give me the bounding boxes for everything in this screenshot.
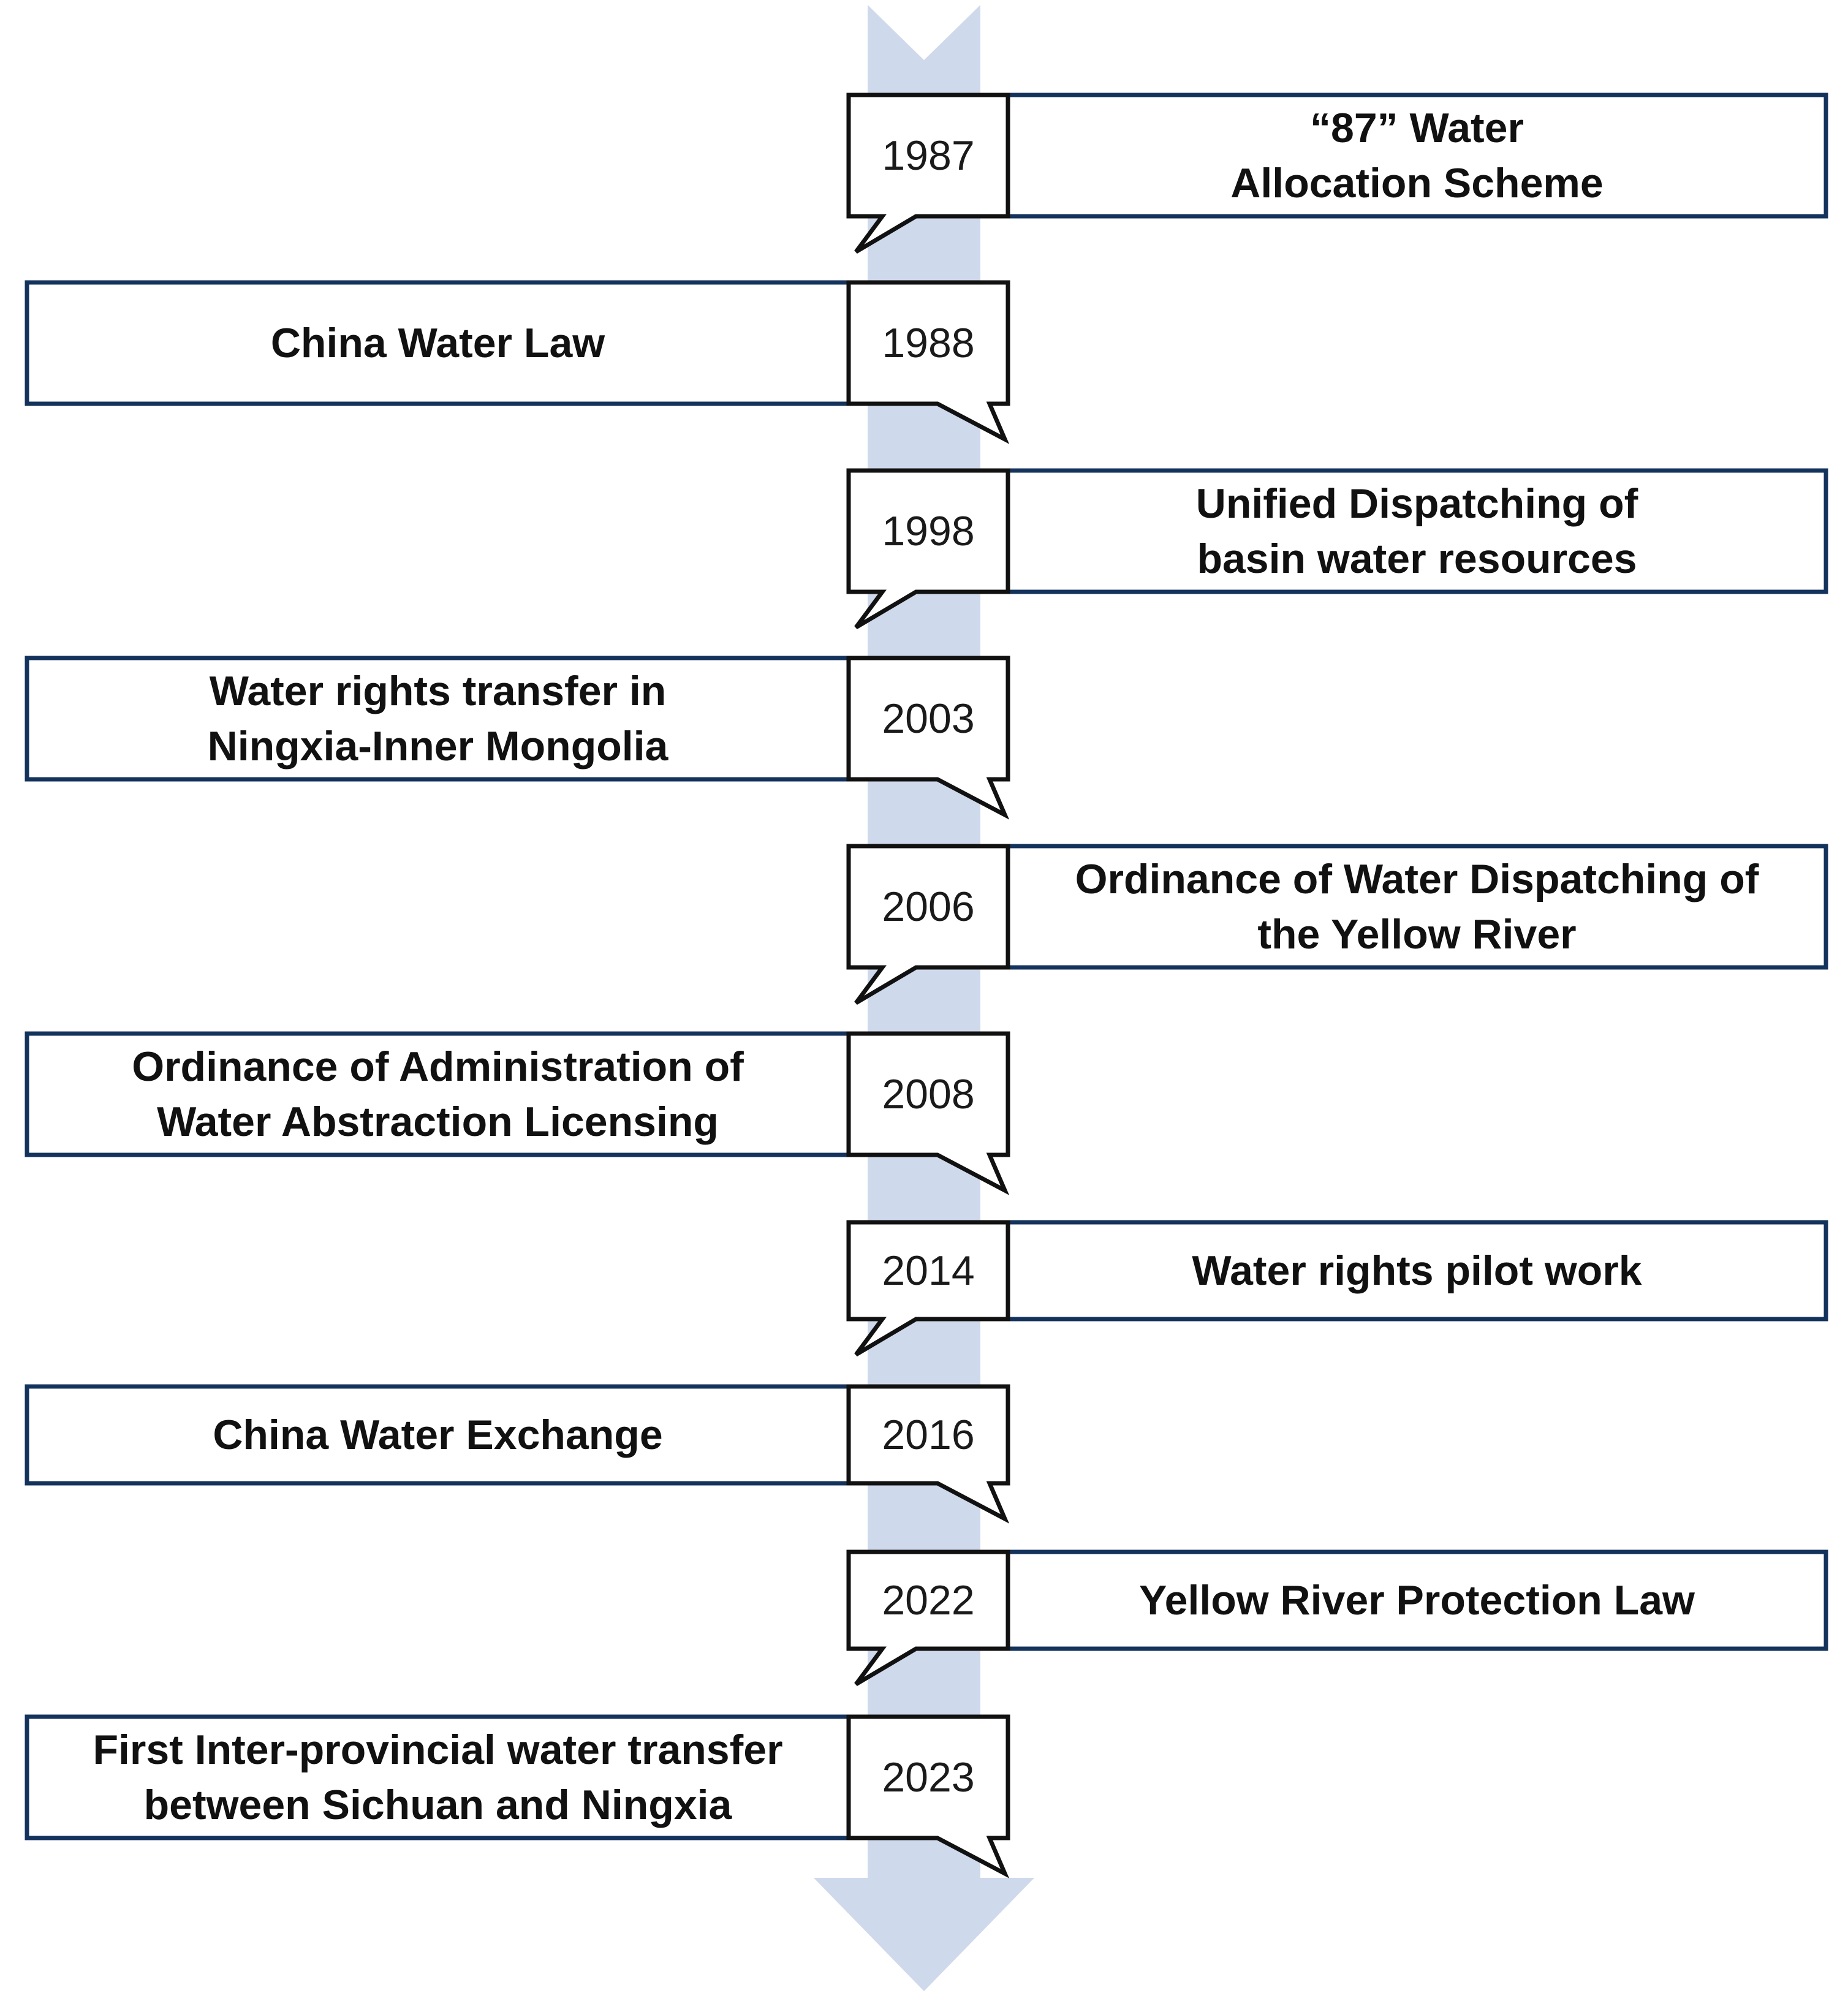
timeline-event-2014: 2014 Water rights pilot work	[846, 1220, 1828, 1357]
event-box	[25, 1031, 851, 1157]
event-label-line: First Inter-provincial water transfer	[93, 1727, 782, 1773]
year-label: 2023	[882, 1754, 974, 1801]
timeline-event-2023: 2023 First Inter-provincial water transfe…	[25, 1714, 1010, 1878]
timeline-event-1988: 1988 China Water Law	[25, 280, 1010, 444]
event-box	[1005, 93, 1828, 219]
year-bubble	[846, 1031, 1010, 1195]
event-label-line: between Sichuan and Ningxia	[144, 1782, 733, 1828]
year-bubble	[846, 844, 1010, 1005]
event-label-line: China Water Law	[271, 320, 605, 366]
year-bubble	[846, 656, 1010, 820]
year-label: 2006	[882, 883, 974, 930]
event-label-line: the Yellow River	[1257, 911, 1576, 958]
year-bubble	[846, 93, 1010, 254]
year-bubble	[846, 468, 1010, 630]
event-box	[25, 656, 851, 782]
event-label-line: Water Abstraction Licensing	[157, 1099, 719, 1145]
timeline-event-1998: 1998 Unified Dispatching of basin water re…	[846, 468, 1828, 630]
year-label: 2003	[882, 695, 974, 742]
event-label-line: China Water Exchange	[213, 1412, 662, 1458]
event-box	[1005, 844, 1828, 970]
year-bubble	[846, 1714, 1010, 1878]
timeline-event-2022: 2022 Yellow River Protection Law	[846, 1549, 1828, 1687]
year-label: 1988	[882, 320, 974, 366]
event-label-line: Ordinance of Administration of	[132, 1043, 744, 1090]
timeline-event-2008: 2008 Ordinance of Administration of Water …	[25, 1031, 1010, 1195]
event-label-line: Unified Dispatching of	[1196, 480, 1638, 527]
event-label-line: Ordinance of Water Dispatching of	[1075, 856, 1759, 902]
event-label-line: Ningxia-Inner Mongolia	[208, 723, 669, 770]
year-bubble	[846, 1549, 1010, 1687]
year-label: 2014	[882, 1247, 974, 1294]
year-label: 2016	[882, 1412, 974, 1458]
year-bubble	[846, 280, 1010, 444]
event-label-line: Water rights pilot work	[1192, 1247, 1642, 1294]
event-label-line: basin water resources	[1197, 535, 1637, 582]
event-box	[25, 1714, 851, 1840]
year-label: 1998	[882, 508, 974, 554]
event-label-line: Allocation Scheme	[1230, 160, 1603, 206]
event-label-line: “87” Water	[1310, 105, 1524, 151]
year-bubble	[846, 1220, 1010, 1357]
year-bubble	[846, 1384, 1010, 1524]
year-label: 2008	[882, 1071, 974, 1118]
year-label: 2022	[882, 1577, 974, 1624]
year-label: 1987	[882, 132, 974, 179]
timeline-event-2006: 2006 Ordinance of Water Dispatching of the…	[846, 844, 1828, 1005]
event-box	[1005, 468, 1828, 594]
event-box	[25, 280, 851, 406]
event-box	[1005, 1220, 1828, 1322]
timeline-event-2016: 2016 China Water Exchange	[25, 1384, 1010, 1524]
timeline-event-2003: 2003 Water rights transfer in Ningxia-Inne…	[25, 656, 1010, 820]
event-label-line: Water rights transfer in	[210, 668, 667, 714]
event-label-line: Yellow River Protection Law	[1139, 1577, 1695, 1624]
